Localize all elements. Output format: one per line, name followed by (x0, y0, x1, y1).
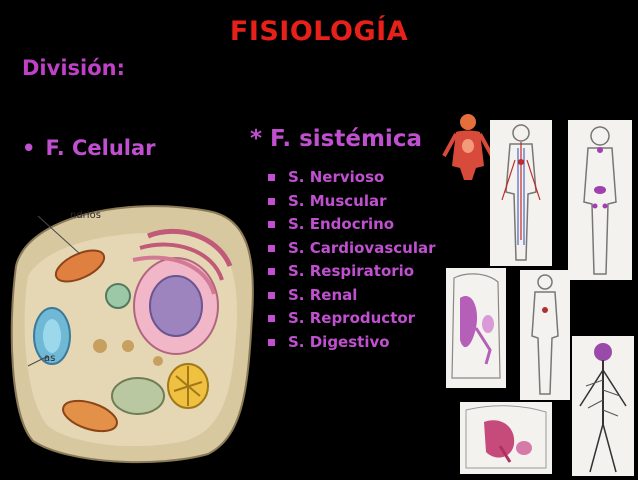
list-item-label: S. Muscular (288, 191, 387, 210)
circulatory-figure (490, 120, 552, 266)
list-item-label: S. Cardiovascular (288, 238, 436, 257)
reproductive-figure (460, 402, 552, 474)
bullet-marker: • (22, 136, 36, 160)
square-bullet-icon (268, 268, 275, 276)
list-item: S. Renal (268, 284, 436, 308)
endocrine-system-icon (583, 126, 617, 275)
reproductive-system-icon (465, 405, 547, 469)
list-item-label: S. Nervioso (288, 168, 385, 186)
list-item: S. Reproductor (268, 307, 436, 331)
list-item-label: S. Renal (288, 285, 358, 304)
systemic-heading: * F. sistémica (250, 126, 422, 152)
square-bullet-icon (268, 315, 275, 323)
endocrine-figure (568, 120, 632, 280)
circulatory-system-icon (501, 124, 541, 261)
urinary-figure (446, 268, 506, 388)
square-bullet-icon (268, 174, 275, 182)
square-bullet-icon (268, 338, 275, 346)
list-item: S. Cardiovascular (268, 237, 436, 261)
square-bullet-icon (268, 291, 275, 299)
systems-list: S. Nervioso S. Muscular S. Endocrino S. … (268, 166, 436, 354)
list-item-label: S. Digestivo (288, 332, 390, 351)
cell-label-top: ndrios (70, 210, 101, 221)
list-item: S. Digestivo (268, 331, 436, 355)
skeleton-figure (520, 270, 570, 400)
list-item-label: S. Endocrino (288, 215, 395, 233)
slide-subtitle: División: (22, 56, 125, 80)
square-bullet-icon (268, 221, 275, 229)
urinary-system-icon (451, 273, 501, 379)
cell-label-bottom: as (44, 353, 55, 364)
nervous-figure (572, 336, 634, 476)
list-item: S. Respiratorio (268, 260, 436, 284)
bullet-cellular: • F. Celular (22, 136, 156, 160)
list-item: S. Endocrino (268, 213, 436, 237)
list-item-label: S. Reproductor (288, 309, 416, 327)
square-bullet-icon (268, 244, 275, 252)
nervous-system-icon (579, 343, 627, 473)
list-item-label: S. Respiratorio (288, 262, 415, 280)
slide-title: FISIOLOGÍA (229, 16, 409, 47)
list-item: S. Nervioso (268, 166, 436, 190)
human-body-icon (442, 114, 494, 180)
skeleton-figure-icon (531, 274, 559, 395)
bullet-cellular-label: F. Celular (45, 136, 156, 160)
cell-diagram-icon: ndrios as (10, 205, 254, 464)
square-bullet-icon (268, 197, 275, 205)
list-item: S. Muscular (268, 190, 436, 214)
